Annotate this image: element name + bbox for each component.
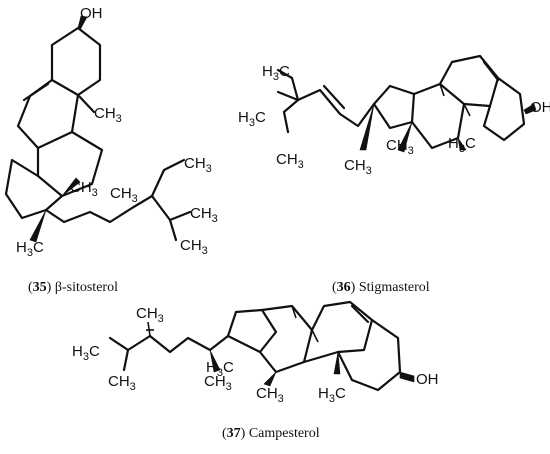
methyl-label: CH3 [386, 137, 414, 157]
methyl-label: CH3 [108, 373, 136, 393]
structure-beta-sitosterol: OH CH3 CH3 CH3 CH3 CH3 CH3 H3C [4, 5, 218, 259]
methyl-label: H3C [448, 135, 476, 155]
methyl-label: CH3 [70, 179, 98, 199]
structure-campesterol: CH3 H3C CH3 CH3 H3C CH3 H3C OH [72, 300, 439, 405]
methyl-label: H3C [72, 343, 100, 363]
oh-label: OH [530, 99, 550, 116]
caption-35: (35) β-sitosterol [28, 280, 118, 295]
caption-37: (37) Campesterol [222, 426, 320, 441]
methyl-label: CH3 [190, 205, 218, 225]
methyl-label: CH3 [344, 157, 372, 177]
structure-stigmasterol: OH H3C H3C CH3 CH3 CH3 H3C [238, 54, 550, 177]
oh-label: OH [416, 371, 439, 388]
methyl-label: H3C [16, 239, 44, 259]
methyl-label: CH3 [136, 305, 164, 325]
caption-36: (36) Stigmasterol [332, 280, 430, 295]
methyl-label: CH3 [276, 151, 304, 171]
methyl-label: CH3 [180, 237, 208, 257]
methyl-label: H3C [318, 385, 346, 405]
methyl-label: H3C [262, 63, 290, 83]
methyl-label: CH3 [256, 385, 284, 405]
methyl-label: CH3 [184, 155, 212, 175]
methyl-label: CH3 [110, 185, 138, 205]
methyl-label: H3C [206, 359, 234, 379]
methyl-label: CH3 [94, 105, 122, 125]
methyl-label: H3C [238, 109, 266, 129]
methyl-label: CH3 [204, 373, 232, 393]
oh-label: OH [80, 5, 103, 22]
